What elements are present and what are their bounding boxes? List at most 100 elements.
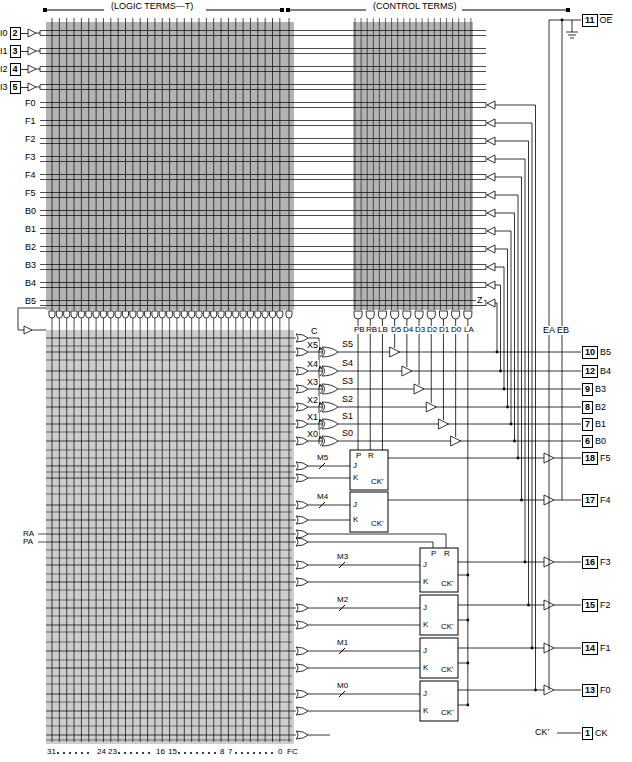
- wire: [40, 305, 486, 306]
- and-gate: [255, 311, 261, 318]
- buffer-symbol: [28, 47, 36, 55]
- wire: [339, 648, 345, 654]
- and-gate: [203, 311, 209, 318]
- flip-flop: [420, 638, 458, 678]
- pin-number: 4: [10, 63, 21, 76]
- wire: [458, 648, 544, 649]
- wire: [46, 651, 296, 652]
- wire: [308, 565, 420, 566]
- pin-terminal: 18F5: [582, 452, 611, 465]
- signal-label: LB: [377, 326, 389, 334]
- wire: [46, 407, 296, 408]
- wire: [495, 249, 508, 250]
- and-gate: [93, 311, 99, 318]
- wire: [46, 558, 292, 559]
- xor-gate: [320, 384, 323, 394]
- wire: [46, 550, 292, 551]
- flip-flop: [420, 681, 458, 721]
- buffer-symbol: [28, 29, 36, 37]
- and-gate: [145, 311, 151, 318]
- wire: [470, 18, 471, 310]
- signal-label: CK': [370, 478, 385, 486]
- and-gate: [225, 311, 231, 318]
- junction-dot: [466, 574, 469, 577]
- and-gate: [174, 311, 180, 318]
- signal-label: 8: [219, 748, 225, 756]
- wire: [40, 107, 486, 108]
- wire: [495, 141, 529, 142]
- and-gate: [286, 311, 292, 318]
- dot-leader: [190, 752, 192, 754]
- pin-number: 9: [582, 383, 593, 396]
- wire: [308, 582, 420, 583]
- wire: [46, 668, 296, 669]
- signal-label: FC: [286, 748, 299, 756]
- signal-label: C: [310, 327, 319, 336]
- wire: [40, 89, 486, 90]
- pin-number: 16: [582, 556, 598, 569]
- flip-flop: [350, 450, 388, 490]
- pin-terminal: 15F2: [582, 599, 611, 612]
- wire: [495, 195, 518, 196]
- and-gate: [115, 311, 121, 318]
- and-gate: [247, 311, 253, 318]
- wire: [21, 33, 28, 34]
- and-gate: [152, 311, 158, 318]
- or-gate: [296, 561, 308, 569]
- wire: [40, 287, 486, 288]
- signal-label: EA: [542, 326, 556, 335]
- signal-label: CK': [440, 709, 455, 717]
- and-gate: [378, 311, 386, 319]
- wire: [40, 49, 41, 54]
- signal-label: M3: [336, 553, 349, 561]
- wire: [358, 319, 359, 450]
- wire: [46, 608, 296, 609]
- signal-label: B1: [24, 225, 37, 234]
- dot-leader: [184, 752, 186, 754]
- wire: [511, 231, 512, 424]
- pin-terminal: 1CK: [582, 727, 608, 740]
- wire: [46, 711, 296, 712]
- wire: [455, 319, 456, 437]
- wire: [40, 282, 486, 283]
- signal-label: B2: [24, 243, 37, 252]
- wire: [40, 30, 486, 31]
- pin-name: F3: [600, 558, 611, 567]
- signal-label: D2: [426, 326, 438, 334]
- signal-label: F0: [24, 99, 37, 108]
- pin-name: B3: [595, 385, 606, 394]
- signal-label: K: [422, 621, 429, 629]
- pin-number: 10: [582, 346, 598, 359]
- wire: [206, 10, 282, 11]
- and-gate: [240, 311, 246, 318]
- signal-label: M1: [336, 639, 349, 647]
- wire: [458, 690, 544, 691]
- wire: [40, 102, 486, 103]
- pin-number: 8: [582, 401, 593, 414]
- wire: [40, 125, 486, 126]
- signal-label: S5: [341, 340, 354, 349]
- wire: [495, 123, 532, 124]
- wire: [308, 651, 420, 652]
- signal-label: S0: [341, 429, 354, 438]
- wire: [40, 138, 486, 139]
- signal-label: B3: [24, 261, 37, 270]
- junction-dot: [466, 662, 469, 665]
- wire: [46, 360, 292, 361]
- or-gate: [296, 530, 308, 538]
- wire: [40, 246, 486, 247]
- wire: [46, 520, 296, 521]
- wire: [458, 605, 544, 606]
- dot-leader: [75, 752, 77, 754]
- shaded-array: [46, 22, 294, 310]
- wire: [46, 684, 292, 685]
- wire: [355, 18, 356, 310]
- and-gate: [86, 311, 92, 318]
- wire: [391, 18, 392, 310]
- pin-number: 18: [582, 452, 598, 465]
- signal-label: D3: [414, 326, 426, 334]
- wire: [338, 424, 581, 425]
- wire: [40, 84, 486, 85]
- wire: [308, 668, 420, 669]
- signal-label: B4: [24, 279, 37, 288]
